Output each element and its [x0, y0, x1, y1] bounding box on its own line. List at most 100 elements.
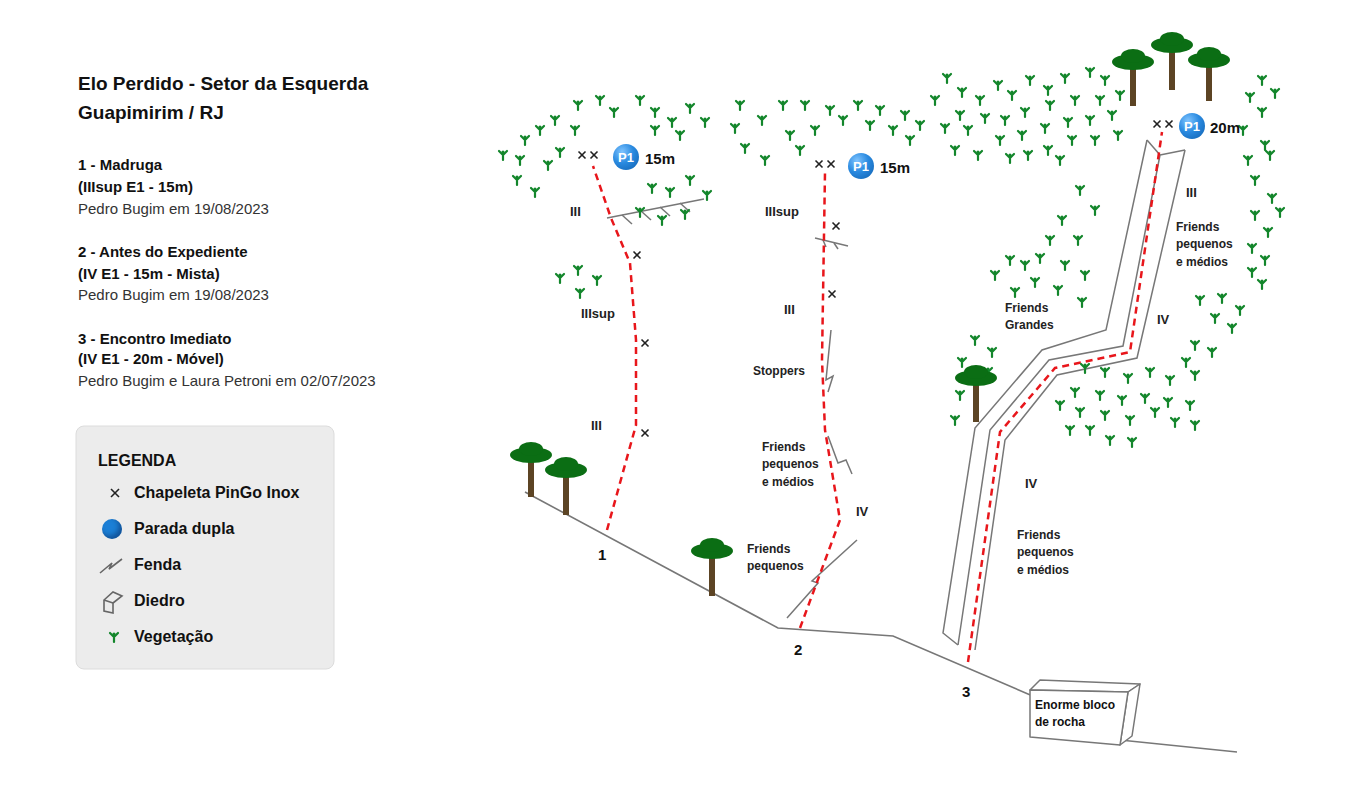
- block-label: Enorme bloco de rocha: [1035, 697, 1121, 731]
- grade-label: IIIsup: [765, 203, 799, 222]
- pitch-length: 20m: [1210, 117, 1240, 139]
- plant-symbol: [1086, 425, 1094, 435]
- plant-symbol: [1018, 130, 1026, 140]
- trees: [510, 32, 1230, 596]
- plant-symbol: [1076, 185, 1084, 195]
- gear-note: Friends pequenos e médios: [762, 439, 826, 491]
- plant-symbol: [516, 155, 524, 165]
- plant-symbol: [648, 183, 656, 193]
- plant-symbol: [1001, 115, 1009, 125]
- plant-symbol: [1046, 100, 1054, 110]
- legend-dihedral-sample: [104, 592, 122, 613]
- plant-symbol: [988, 347, 996, 357]
- plant-symbol: [1081, 270, 1089, 280]
- plant-symbol: [1264, 227, 1272, 237]
- route-number: 1: [598, 544, 606, 566]
- bolt-mark: [1154, 121, 1161, 128]
- plant-symbol: [1258, 279, 1266, 289]
- plant-symbol: [1268, 193, 1276, 203]
- plant-symbol: [1258, 75, 1266, 85]
- plant-symbol: [779, 100, 787, 110]
- plant-symbol: [1026, 75, 1034, 85]
- plant-symbol: [1096, 390, 1104, 400]
- plant-symbol: [1021, 107, 1029, 117]
- plant-symbol: [1006, 255, 1014, 265]
- plant-symbol: [1244, 155, 1252, 165]
- bolt-markers: [579, 121, 1173, 437]
- plant-symbol: [889, 125, 897, 135]
- plant-symbol: [686, 175, 694, 185]
- route-number: 3: [962, 681, 970, 703]
- plant-symbol: [544, 160, 552, 170]
- legend-text: Vegetação: [134, 625, 213, 648]
- plant-symbol: [1251, 175, 1259, 185]
- bolt-mark: [642, 430, 649, 437]
- plant-symbol: [636, 95, 644, 105]
- plant-symbol: [994, 80, 1002, 90]
- pitch-length: 15m: [645, 148, 675, 170]
- plant-symbol: [1091, 135, 1099, 145]
- bolt-mark: [1166, 121, 1173, 128]
- rock-block: Enorme bloco de rocha: [1026, 676, 1144, 748]
- plant-symbol: [666, 187, 674, 197]
- plant-symbol: [854, 100, 862, 110]
- plant-symbol: [701, 117, 709, 127]
- plant-symbol: [826, 105, 834, 115]
- bolt-mark: [816, 161, 823, 168]
- legend-crack-sample: [100, 559, 122, 573]
- grade-label: IV: [1025, 475, 1037, 494]
- plant-symbol: [1124, 373, 1132, 383]
- station-label: P1: [618, 151, 634, 164]
- plant-symbol: [1118, 395, 1126, 405]
- legend-text: Fenda: [134, 553, 181, 576]
- plant-symbol: [1236, 305, 1244, 315]
- plant-symbol: [668, 117, 676, 127]
- bolt-mark: [642, 340, 649, 347]
- plant-symbol: [593, 275, 601, 285]
- plant-symbol: [571, 125, 579, 135]
- bolt-mark: [634, 252, 641, 259]
- plant-symbol: [681, 209, 689, 219]
- plant-symbol: [1248, 243, 1256, 253]
- route-author: Pedro Bugim e Laura Petroni em 02/07/202…: [78, 370, 376, 392]
- gear-note: Friends pequenos e médios: [1176, 219, 1240, 271]
- plant-symbol: [1058, 215, 1066, 225]
- plant-symbol: [876, 105, 884, 115]
- plant-symbol: [1044, 145, 1052, 155]
- plant-symbol: [811, 125, 819, 135]
- plant-symbol: [786, 130, 794, 140]
- plant-symbol: [110, 632, 118, 642]
- plant-symbol: [1021, 260, 1029, 270]
- gear-note: Friends Grandes: [1005, 300, 1069, 335]
- title: Elo Perdido - Setor da Esquerda: [78, 70, 368, 98]
- route-author: Pedro Bugim em 19/08/2023: [78, 284, 269, 306]
- plant-symbol: [1101, 410, 1109, 420]
- plant-symbol: [1068, 135, 1076, 145]
- ground-line: [525, 492, 1237, 752]
- plant-symbol: [1261, 140, 1269, 150]
- plant-symbol: [1166, 375, 1174, 385]
- station-label: P1: [853, 160, 869, 173]
- plant-symbol: [1008, 90, 1016, 100]
- route-grade: (IV E1 - 15m - Mista): [78, 263, 220, 285]
- bolt-mark: [642, 430, 649, 437]
- grade-label: III: [591, 417, 602, 436]
- plant-symbol: [556, 147, 564, 157]
- plant-symbol: [1186, 400, 1194, 410]
- plant-symbol: [796, 145, 804, 155]
- plant-symbol: [974, 150, 982, 160]
- plant-symbol: [676, 130, 684, 140]
- grade-label: IV: [1157, 311, 1169, 330]
- plant-symbol: [513, 175, 521, 185]
- legend-text: Parada dupla: [134, 517, 234, 540]
- bolt-mark: [829, 291, 836, 298]
- plant-symbol: [1211, 313, 1219, 323]
- bolt-mark: [579, 152, 586, 159]
- plant-symbol: [1078, 297, 1086, 307]
- pitch-length: 15m: [880, 157, 910, 179]
- plant-symbol: [1011, 287, 1019, 297]
- plant-symbol: [1171, 417, 1179, 427]
- plant-symbol: [703, 190, 711, 200]
- plant-symbol: [1182, 357, 1190, 367]
- plant-symbol: [761, 155, 769, 165]
